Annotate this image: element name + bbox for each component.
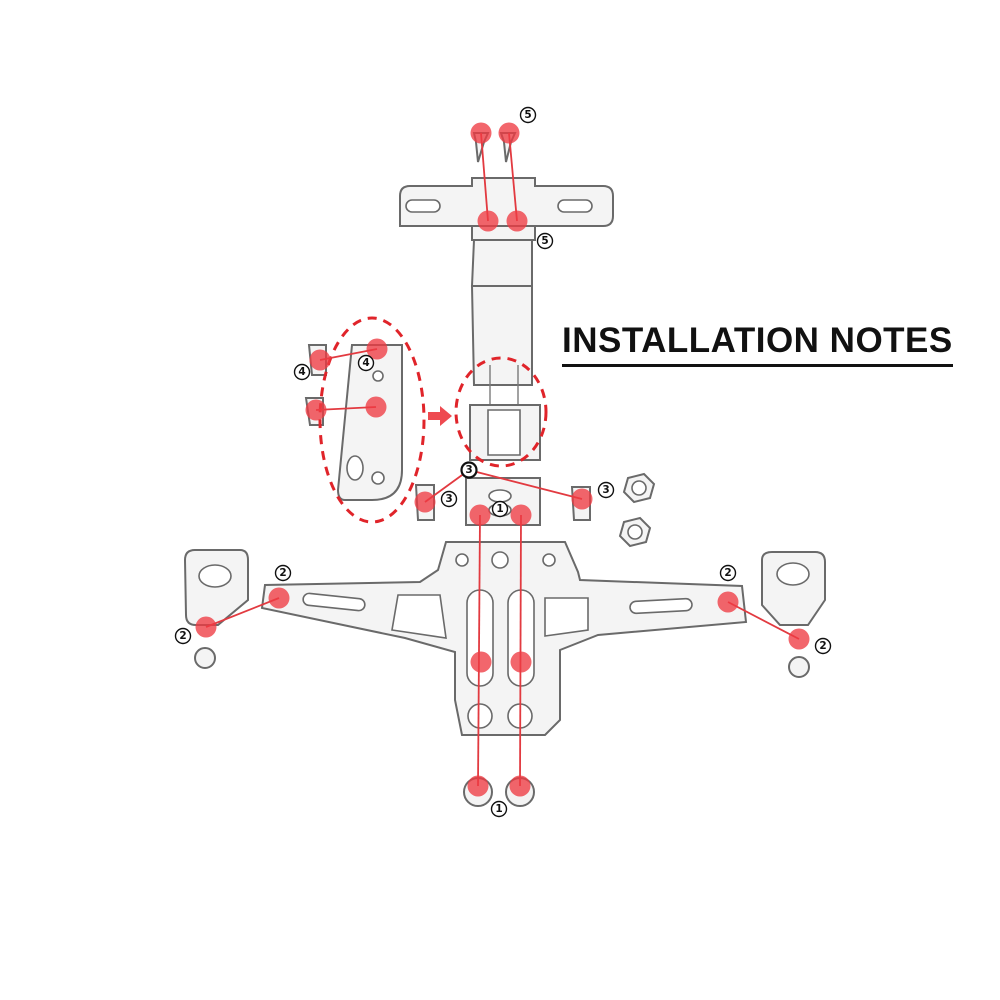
- svg-text:2: 2: [724, 567, 731, 579]
- svg-text:1: 1: [495, 803, 502, 815]
- step-badge-1-hinge: 1: [491, 500, 509, 518]
- installation-notes-title: INSTALLATION NOTES: [562, 320, 953, 367]
- main-plate-bracket: [260, 541, 748, 736]
- svg-text:5: 5: [541, 235, 548, 247]
- step-badge-2-right-plate: 2: [719, 564, 737, 582]
- vertical-arm: [469, 239, 541, 461]
- svg-text:4: 4: [362, 357, 369, 369]
- svg-text:2: 2: [179, 630, 186, 642]
- left-clamp: [183, 549, 249, 626]
- hinge-highlight-oval: [454, 356, 548, 468]
- svg-text:4: 4: [298, 366, 305, 378]
- side-bracket: [336, 344, 403, 501]
- right-arrow-icon: [428, 406, 452, 426]
- step-badge-3-left: 3: [440, 490, 458, 508]
- step-badge-3-right: 3: [597, 481, 615, 499]
- svg-text:2: 2: [279, 567, 286, 579]
- svg-text:3: 3: [602, 484, 609, 496]
- step-badge-2-left-plate: 2: [274, 564, 292, 582]
- bracket-highlight-oval: [318, 316, 426, 524]
- step-badge-4-left: 4: [293, 363, 311, 381]
- step-badge-5-plate: 5: [536, 232, 554, 250]
- step-badge-1-bottom: 1: [490, 800, 508, 818]
- svg-text:3: 3: [465, 464, 472, 476]
- step-badge-3-hinge: 3: [460, 461, 478, 479]
- svg-text:2: 2: [819, 640, 826, 652]
- svg-text:5: 5: [524, 109, 531, 121]
- step-badge-2-right-clamp: 2: [814, 637, 832, 655]
- step-badge-5-top: 5: [519, 106, 537, 124]
- step-badge-4-bracket: 4: [357, 354, 375, 372]
- right-clamp: [761, 551, 826, 626]
- svg-text:3: 3: [445, 493, 452, 505]
- highlight-markers: [195, 122, 810, 797]
- step-badge-2-left-clamp: 2: [174, 627, 192, 645]
- top-mount-plate: [399, 177, 614, 241]
- svg-text:1: 1: [496, 503, 503, 515]
